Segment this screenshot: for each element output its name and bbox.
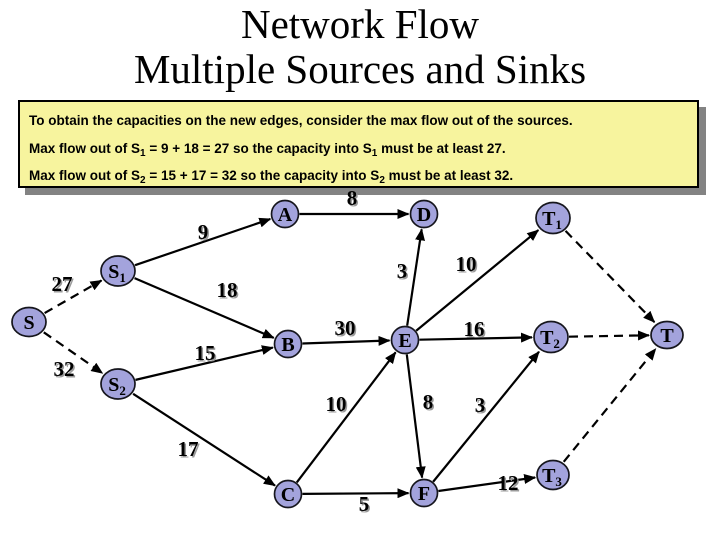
node-label-S1: S1 — [108, 261, 126, 285]
edge-label-shadow: 15 — [196, 343, 217, 367]
note-text: Max flow out of S — [29, 140, 140, 156]
edge-E-T2 — [419, 332, 534, 343]
node-circle-E — [390, 325, 420, 355]
node-circle-T3 — [536, 459, 570, 491]
edge-label-shadow: 9 — [199, 222, 210, 246]
edge-B-E — [302, 335, 391, 346]
edge-S-S2-dashed — [43, 331, 104, 375]
note-line-3: Max flow out of S2 = 15 + 17 = 32 so the… — [29, 162, 689, 190]
edge-capacity-label-E-T2: 16 — [464, 317, 485, 341]
node-label-D: D — [417, 204, 431, 226]
note-subscript: 2 — [140, 175, 146, 186]
title-line-1: Network Flow — [240, 1, 479, 47]
edge-F-T2 — [432, 350, 540, 483]
node-label-T1: T1 — [542, 208, 562, 232]
edge-label-shadow: 17 — [179, 439, 200, 463]
edge-S2-B — [135, 345, 274, 381]
note-text: = 9 + 18 = 27 so the capacity into S — [145, 140, 372, 156]
edge-S-S1-dashed — [44, 279, 103, 315]
edge-T2-T-dashed — [568, 330, 651, 341]
note-text: Max flow out of S — [29, 168, 140, 183]
edge-T3-T-dashed — [562, 348, 657, 463]
edge-S1-A — [134, 217, 272, 267]
edge-label-shadow: 12 — [499, 473, 520, 497]
edge-capacity-label-E-D: 3 — [397, 259, 408, 283]
note-text: To obtain the capacities on the new edge… — [29, 113, 573, 128]
note-subscript: 2 — [379, 175, 385, 186]
edge-label-shadow: 10 — [457, 254, 478, 278]
edge-capacity-label-S-S1: 27 — [52, 272, 73, 296]
node-label-C: C — [281, 484, 295, 506]
node-circle-S2 — [100, 368, 136, 400]
note-text: must be at least 32. — [384, 168, 514, 183]
note-line-2: Max flow out of S1 = 9 + 18 = 27 so the … — [29, 135, 689, 163]
edge-E-D — [406, 228, 425, 326]
node-label-T3: T3 — [542, 465, 562, 489]
edge-capacity-label-S-S2: 32 — [54, 357, 75, 381]
node-circle-S1 — [100, 255, 136, 287]
edge-C-F — [302, 488, 410, 499]
explanation-box: To obtain the capacities on the new edge… — [18, 100, 699, 188]
edge-capacity-label-C-F: 5 — [359, 492, 370, 516]
note-text: = 15 + 17 = 32 so the capacity into S — [145, 168, 380, 183]
node-circle-A — [270, 199, 300, 229]
node-label-S2: S2 — [108, 374, 126, 398]
edge-capacity-label-E-F: 8 — [423, 390, 434, 414]
edge-capacity-label-S1-B: 18 — [217, 278, 238, 302]
edge-E-T1 — [415, 229, 540, 332]
edge-capacity-label-B-E: 30 — [335, 316, 356, 340]
slide-title: Network Flow Multiple Sources and Sinks — [0, 2, 720, 92]
node-label-B: B — [281, 334, 294, 356]
edge-label-shadow: 3 — [398, 261, 409, 285]
node-circle-S — [11, 306, 47, 338]
node-label-A: A — [278, 204, 293, 226]
node-label-T2: T2 — [540, 327, 560, 351]
node-circle-C — [273, 479, 303, 509]
edge-label-shadow: 8 — [348, 188, 359, 212]
node-circle-T1 — [535, 201, 571, 235]
edge-capacity-label-S2-C: 17 — [178, 437, 199, 461]
edge-E-F — [405, 354, 426, 479]
node-label-F: F — [418, 483, 430, 505]
node-circle-T — [650, 320, 684, 350]
node-circle-F — [409, 478, 439, 508]
title-line-2: Multiple Sources and Sinks — [133, 46, 587, 92]
note-subscript: 1 — [371, 147, 378, 159]
edge-capacity-label-C-E: 10 — [326, 392, 347, 416]
edge-label-shadow: 8 — [424, 392, 435, 416]
edge-label-shadow: 16 — [465, 319, 486, 343]
edge-capacity-label-E-T1: 10 — [456, 252, 477, 276]
node-circle-T2 — [533, 320, 569, 354]
edge-label-shadow: 30 — [336, 318, 357, 342]
edge-capacity-label-S2-B: 15 — [195, 341, 216, 365]
edge-T1-T-dashed — [564, 230, 656, 323]
edge-label-shadow: 18 — [218, 280, 239, 304]
edge-S2-C — [132, 392, 276, 487]
edge-capacity-label-S1-A: 9 — [198, 220, 209, 244]
edge-capacity-label-A-D: 8 — [347, 186, 358, 210]
edge-S1-B — [134, 277, 275, 339]
node-circle-D — [409, 199, 439, 229]
edge-label-shadow: 10 — [327, 394, 348, 418]
node-label-T: T — [660, 325, 674, 347]
note-text: must be at least 27. — [377, 140, 506, 156]
edge-label-shadow: 27 — [53, 274, 74, 298]
edge-label-shadow: 3 — [476, 395, 487, 419]
note-line-1: To obtain the capacities on the new edge… — [29, 107, 689, 135]
edge-C-E — [295, 351, 397, 484]
edge-label-shadow: 5 — [360, 494, 371, 518]
node-label-E: E — [398, 330, 411, 352]
edge-F-T3 — [438, 474, 537, 493]
edge-capacity-label-F-T2: 3 — [475, 393, 486, 417]
note-subscript: 1 — [140, 147, 146, 159]
edge-label-shadow: 32 — [55, 359, 76, 383]
edge-capacity-label-F-T3: 12 — [498, 471, 519, 495]
node-label-S: S — [23, 312, 34, 334]
node-circle-B — [273, 329, 303, 359]
